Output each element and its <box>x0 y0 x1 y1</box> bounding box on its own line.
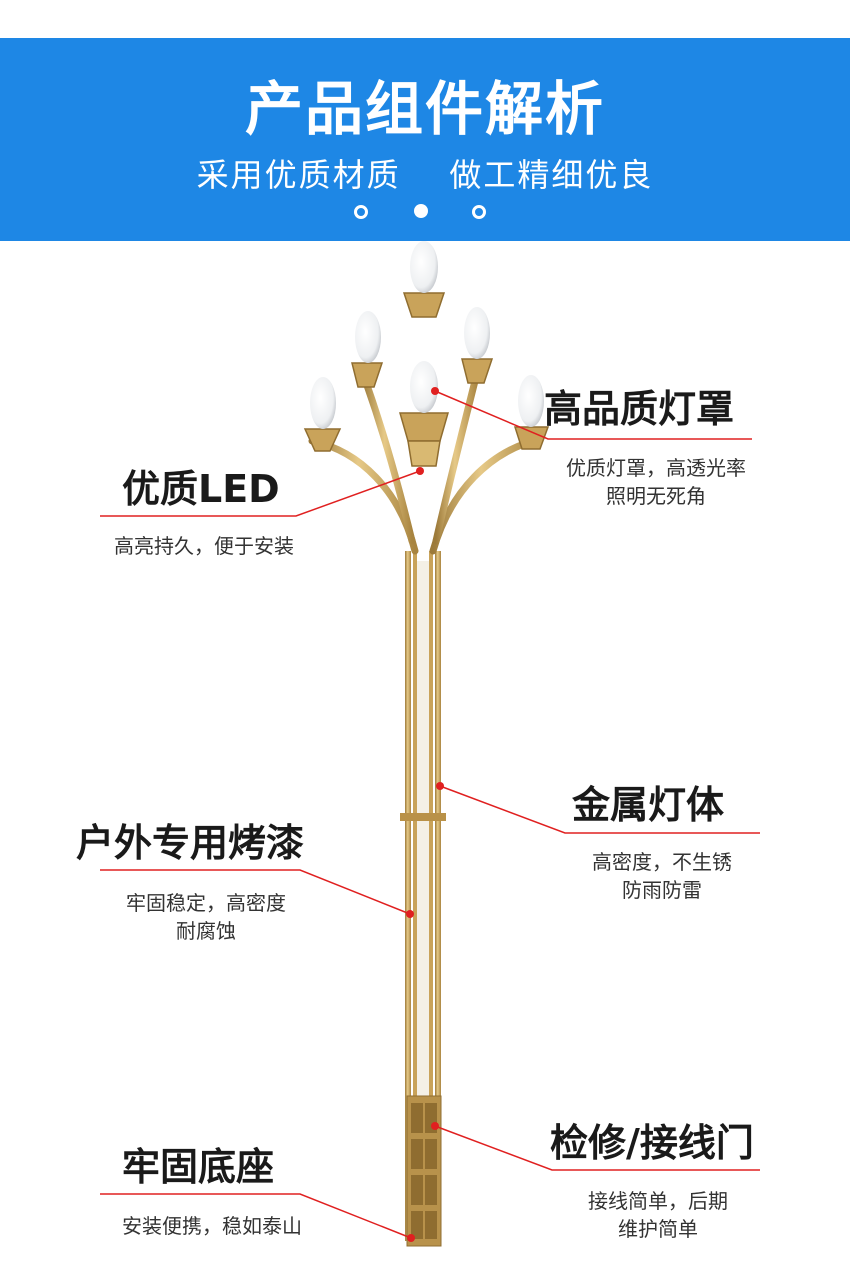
desc-line: 优质灯罩，高透光率 <box>566 456 746 480</box>
desc-line: 高密度，不生锈 <box>592 850 732 874</box>
top-strip <box>0 0 850 38</box>
desc-line: 防雨防雷 <box>622 878 702 902</box>
callout-dots <box>406 387 444 1242</box>
dot-icon <box>472 205 486 219</box>
callout-title-lamp-cover: 高品质灯罩 <box>544 387 735 431</box>
callout-desc-metal-body: 高密度，不生锈 防雨防雷 <box>568 848 756 904</box>
lamp-bulbs <box>310 241 544 429</box>
desc-line: 耐腐蚀 <box>176 919 236 943</box>
pole-body <box>400 551 446 1241</box>
desc-line: 接线简单，后期 <box>588 1189 728 1213</box>
page-title: 产品组件解析 <box>244 75 605 143</box>
desc-line: 照明无死角 <box>606 484 706 508</box>
page-subtitle: 采用优质材质 做工精细优良 <box>196 156 654 194</box>
callout-desc-base: 安装便携，稳如泰山 <box>88 1212 336 1240</box>
lamp-cups <box>303 292 550 467</box>
callout-title-access-door: 检修/接线门 <box>550 1121 754 1165</box>
desc-line: 牢固稳定，高密度 <box>126 891 286 915</box>
carousel-dots <box>350 204 500 221</box>
callout-title-metal-body: 金属灯体 <box>572 783 725 827</box>
dot-icon <box>414 204 428 218</box>
desc-line: 安装便携，稳如泰山 <box>122 1214 302 1238</box>
pole-base <box>406 1095 442 1247</box>
desc-line: 高亮持久，便于安装 <box>114 534 294 558</box>
callout-desc-access-door: 接线简单，后期 维护简单 <box>560 1187 756 1243</box>
callout-lines <box>100 390 760 1239</box>
callout-desc-lamp-cover: 优质灯罩，高透光率 照明无死角 <box>540 454 772 510</box>
street-lamp-illustration <box>100 241 760 1247</box>
callout-title-base: 牢固底座 <box>122 1145 275 1189</box>
dot-icon <box>354 205 368 219</box>
callout-title-led: 优质LED <box>122 467 280 511</box>
callout-title-paint: 户外专用烤漆 <box>76 821 305 865</box>
callout-desc-led: 高亮持久，便于安装 <box>86 532 322 560</box>
desc-line: 维护简单 <box>618 1217 698 1241</box>
callout-desc-paint: 牢固稳定，高密度 耐腐蚀 <box>100 889 312 945</box>
